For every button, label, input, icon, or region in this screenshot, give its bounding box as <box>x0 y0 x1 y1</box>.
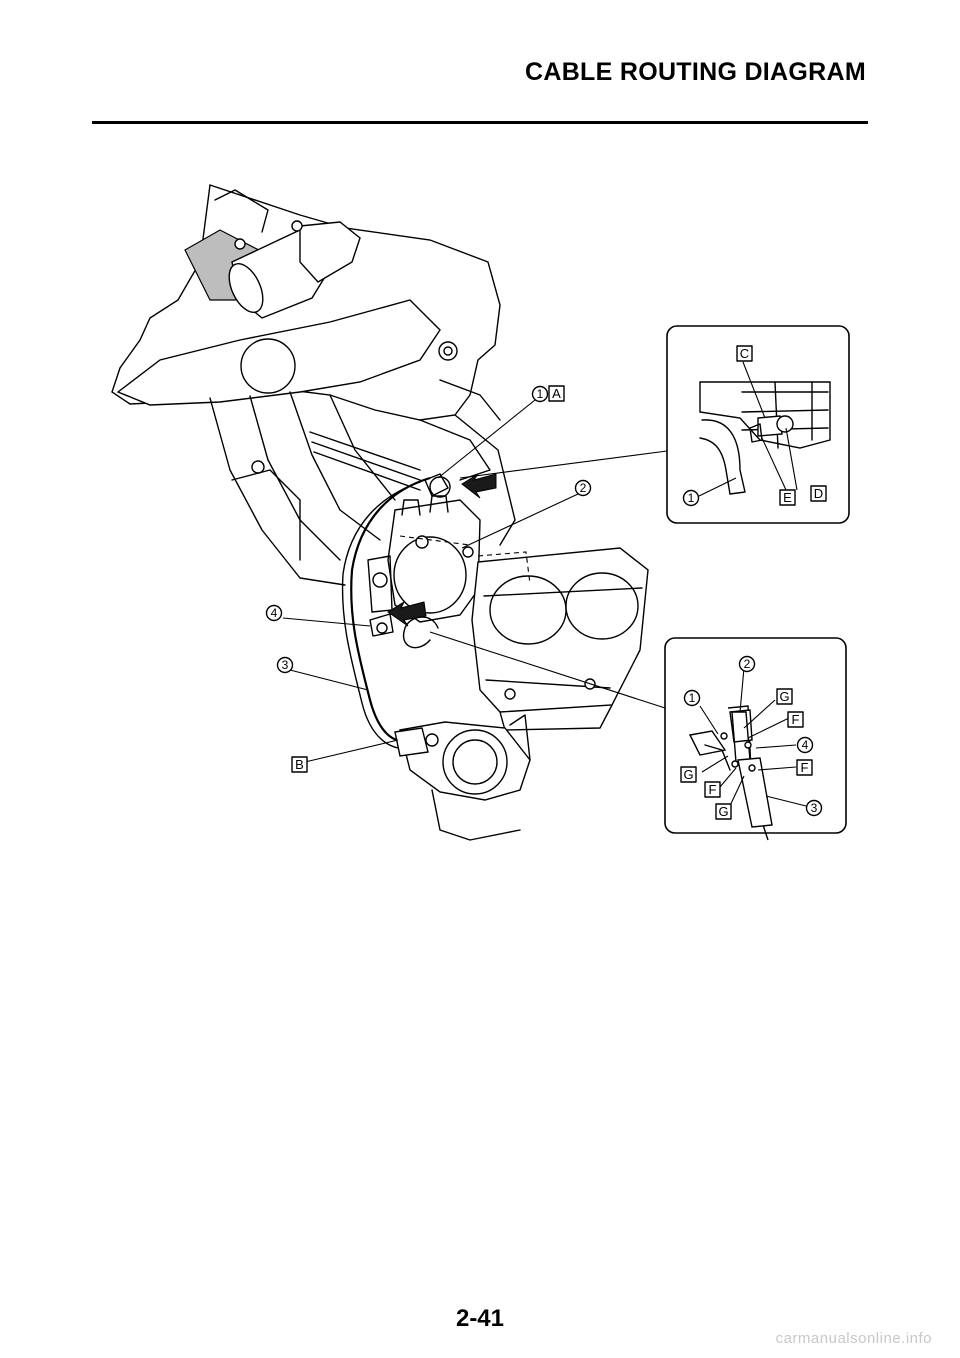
svg-text:C: C <box>740 346 749 361</box>
detail-inset-lower <box>664 637 847 834</box>
inset-upper-drawing <box>699 381 831 495</box>
callout-F-top: F <box>787 711 804 728</box>
callout-4-main: 4 <box>265 604 283 622</box>
svg-text:D: D <box>814 486 823 501</box>
svg-text:F: F <box>801 760 809 775</box>
callout-F-left: F <box>704 781 721 798</box>
svg-text:1: 1 <box>689 691 696 705</box>
svg-text:G: G <box>718 804 728 819</box>
svg-text:4: 4 <box>271 606 278 620</box>
callout-F-right: F <box>796 759 813 776</box>
inset-lower-drawing <box>688 705 773 841</box>
watermark: carmanualsonline.info <box>775 1330 932 1347</box>
svg-text:F: F <box>792 712 800 727</box>
callout-1-main: 1 <box>531 385 549 403</box>
callout-B: B <box>291 756 308 773</box>
page-title: CABLE ROUTING DIAGRAM <box>524 58 866 86</box>
callout-1-inset-upper: 1 <box>682 489 700 507</box>
callout-C: C <box>736 345 753 362</box>
frame-illustration <box>111 184 649 841</box>
svg-text:F: F <box>709 782 717 797</box>
page-number: 2-41 <box>455 1305 505 1332</box>
callout-G-left: G <box>680 766 697 783</box>
callout-G-top: G <box>776 688 793 705</box>
callout-D: D <box>810 485 827 502</box>
svg-text:G: G <box>779 689 789 704</box>
callout-3-inset-lower: 3 <box>805 799 823 817</box>
svg-text:2: 2 <box>744 657 751 671</box>
svg-text:E: E <box>783 490 792 505</box>
callout-2-main: 2 <box>574 479 592 497</box>
svg-text:3: 3 <box>282 658 289 672</box>
svg-text:A: A <box>552 386 561 401</box>
header-rule <box>92 121 868 124</box>
callout-3-main: 3 <box>276 656 294 674</box>
callout-E: E <box>779 489 796 506</box>
svg-text:B: B <box>295 757 304 772</box>
svg-text:G: G <box>683 767 693 782</box>
callout-2-inset-lower: 2 <box>738 655 756 673</box>
svg-text:3: 3 <box>811 801 818 815</box>
callout-1-inset-lower: 1 <box>683 689 701 707</box>
callout-G-bottom: G <box>715 803 732 820</box>
callout-A: A <box>548 385 565 402</box>
callout-4-inset-lower: 4 <box>796 736 814 754</box>
detail-inset-upper <box>666 325 850 524</box>
svg-text:4: 4 <box>802 738 809 752</box>
svg-text:1: 1 <box>688 491 695 505</box>
svg-text:1: 1 <box>537 387 544 401</box>
svg-text:2: 2 <box>580 481 587 495</box>
